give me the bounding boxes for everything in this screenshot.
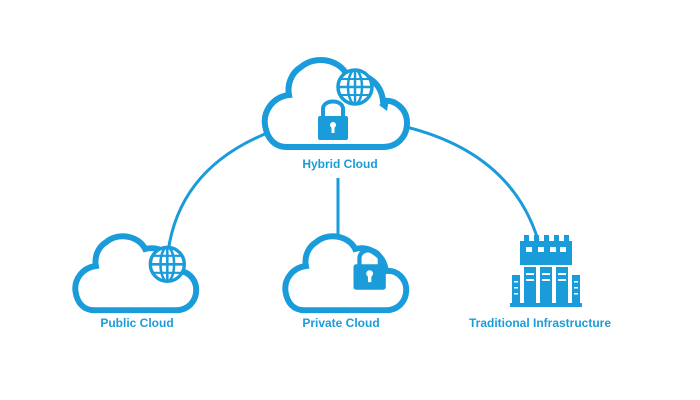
globe-icon (148, 245, 187, 283)
cloud-with-lock-icon (285, 236, 406, 310)
connector-lines (166, 123, 540, 253)
lock-icon (318, 99, 348, 140)
hybrid-cloud-label: Hybrid Cloud (302, 157, 378, 171)
server-building-icon (510, 235, 582, 307)
public-cloud-label: Public Cloud (100, 316, 174, 330)
sync-arrow-icon (379, 99, 389, 111)
connector-hybrid-public (166, 128, 276, 253)
lock-icon (353, 247, 386, 290)
private-cloud-label: Private Cloud (302, 316, 380, 330)
traditional-infrastructure-label: Traditional Infrastructure (468, 316, 612, 330)
cloud-with-lock-and-globe-icon (265, 60, 407, 147)
connector-hybrid-traditional (397, 123, 540, 241)
cloud-with-globe-icon (75, 236, 196, 310)
globe-icon (336, 68, 374, 106)
